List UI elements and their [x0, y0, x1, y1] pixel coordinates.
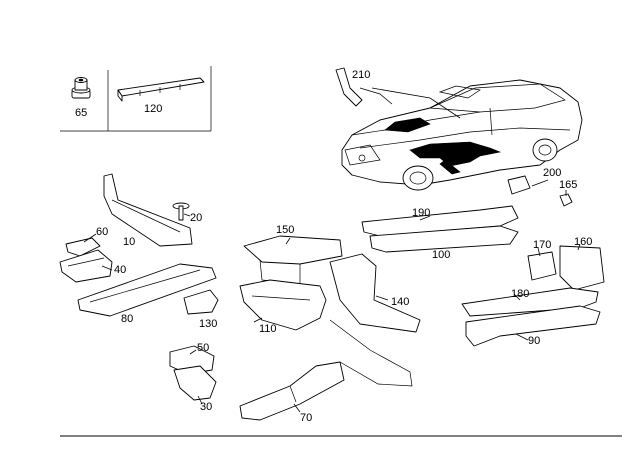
part-30 [173, 365, 217, 401]
part-50 [169, 345, 215, 375]
part-160 [559, 245, 605, 291]
callout-160: 160 [574, 236, 592, 248]
callout-60: 60 [96, 226, 108, 238]
callout-90: 90 [528, 335, 540, 347]
part-20-bolt [172, 202, 190, 221]
part-130 [183, 289, 219, 315]
part-190 [361, 205, 519, 237]
part-90 [465, 305, 601, 347]
callout-65: 65 [75, 107, 87, 119]
inset-frame [60, 66, 212, 132]
callout-180: 180 [511, 288, 529, 300]
part-65-nut [71, 77, 91, 99]
part-60 [65, 237, 101, 257]
part-100 [369, 225, 519, 253]
callout-190: 190 [412, 207, 430, 219]
part-170 [527, 251, 557, 281]
callout-110: 110 [259, 323, 277, 335]
callout-210: 210 [352, 69, 370, 81]
callout-140: 140 [391, 296, 409, 308]
part-140 [329, 253, 421, 333]
callout-40: 40 [114, 264, 126, 276]
part-150 [243, 235, 343, 285]
callout-200: 200 [543, 167, 561, 179]
callout-labels: 65 120 210 200 165 20 60 10 40 80 130 15… [75, 69, 592, 424]
callout-30: 30 [200, 401, 212, 413]
callout-130: 130 [199, 318, 217, 330]
callout-100: 100 [432, 249, 450, 261]
part-10 [103, 173, 193, 247]
callout-150: 150 [276, 224, 294, 236]
part-120-strip [117, 77, 205, 102]
vehicle-outline [341, 79, 583, 191]
part-40 [59, 249, 113, 283]
callout-70: 70 [300, 412, 312, 424]
leader-lines [83, 87, 581, 413]
part-70-tunnel [239, 319, 413, 421]
callout-120: 120 [144, 103, 162, 115]
callout-10: 10 [123, 236, 135, 248]
callout-80: 80 [121, 313, 133, 325]
part-80-duct [77, 263, 217, 317]
vehicle-insulation-highlight [384, 117, 502, 175]
part-165-clip [559, 193, 573, 207]
callout-170: 170 [533, 239, 551, 251]
part-210 [335, 67, 363, 107]
part-200 [507, 175, 531, 195]
callout-165: 165 [559, 179, 577, 191]
callout-50: 50 [197, 342, 209, 354]
callout-20: 20 [190, 212, 202, 224]
part-110 [239, 279, 327, 331]
